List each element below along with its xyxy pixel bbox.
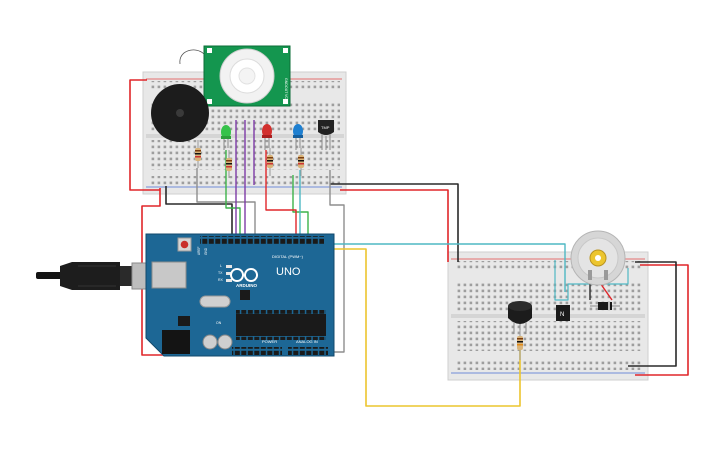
wire-grey-2 — [329, 170, 345, 353]
board-model: UNO — [276, 266, 301, 278]
resistor-5 — [517, 330, 523, 360]
usb-cable — [36, 262, 158, 290]
wire-red-arduino — [141, 188, 175, 356]
piezo-buzzer — [151, 84, 209, 142]
wire-black-top — [330, 183, 459, 262]
usb-jack — [151, 261, 187, 289]
power-header-label: POWER — [262, 339, 277, 344]
wire-black-right — [628, 261, 677, 367]
wire-green-1 — [225, 150, 241, 240]
transistor: N — [556, 305, 570, 321]
on-label: ON — [216, 321, 222, 325]
pir-pin-out: OUT — [284, 86, 288, 94]
power-jack — [162, 330, 190, 354]
diode — [590, 302, 620, 310]
resistor-2 — [226, 150, 232, 178]
arduino-logo: ARDUINO — [230, 268, 258, 288]
wire-red-led — [265, 150, 297, 240]
wire-cyan-2 — [295, 243, 566, 292]
aref-label: AREF — [197, 246, 201, 255]
wire-cyan-3 — [554, 260, 629, 301]
analog-header — [288, 347, 328, 355]
temp-sensor-label: TMP — [321, 125, 330, 130]
digital-header — [200, 236, 324, 244]
pir-pin-vcc: VCC — [284, 94, 288, 102]
wire-red-top — [340, 189, 449, 262]
red-led — [262, 124, 272, 150]
potentiometer — [508, 301, 532, 334]
temperature-sensor: TMP — [318, 120, 334, 150]
wires — [129, 79, 689, 407]
green-led — [221, 125, 231, 150]
blue-led — [293, 124, 303, 150]
transistor-label: N — [560, 312, 564, 318]
dc-motor — [570, 230, 626, 286]
arduino-uno: ARDUINO UNO DIGITAL (PWM~) POWER ANALOG … — [145, 233, 335, 357]
wire-red-right — [635, 264, 689, 376]
analog-header-label: ANALOG IN — [296, 339, 318, 344]
arduino-logo-text: ARDUINO — [236, 283, 257, 288]
power-header — [232, 347, 282, 355]
tx-label: TX — [218, 271, 223, 275]
pir-sensor: GND OUT VCC — [179, 45, 291, 107]
l-label: L — [220, 264, 222, 268]
wire-yellow — [292, 248, 521, 407]
pir-pin-gnd: GND — [284, 78, 288, 86]
gnd-label: GND — [204, 247, 208, 255]
resistor-1 — [195, 140, 201, 168]
wire-red-left — [129, 79, 160, 191]
digital-header-label: DIGITAL (PWM~) — [272, 254, 304, 259]
resistor-4 — [298, 148, 304, 176]
rx-label: RX — [218, 278, 224, 282]
resistor-3 — [267, 148, 273, 176]
wire-black-gnd — [165, 186, 233, 240]
atmega-chip — [236, 314, 326, 336]
